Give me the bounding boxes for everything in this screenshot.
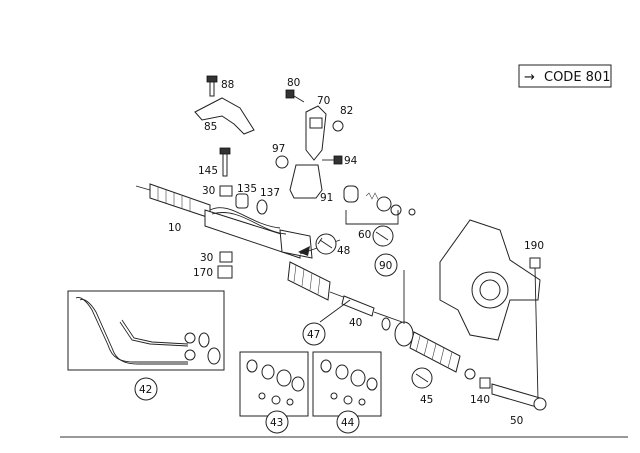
label-170: 170 <box>193 267 213 279</box>
part-80-bolt <box>285 89 305 103</box>
leader-190 <box>534 267 539 401</box>
callout-43 <box>265 410 289 434</box>
part-30-bushing-lower <box>219 251 233 263</box>
callout-47 <box>302 322 326 346</box>
part-170-nut <box>217 265 233 279</box>
part-70-universal-joint <box>305 105 327 161</box>
label-48: 48 <box>337 245 350 257</box>
part-145-bolt <box>219 147 231 177</box>
label-190: 190 <box>524 240 544 252</box>
part-45-boot <box>409 331 461 373</box>
callout-90 <box>374 253 398 277</box>
label-10: 10 <box>168 222 181 234</box>
part-190-nut <box>529 257 541 269</box>
label-42: 42 <box>139 384 152 396</box>
ring-seal <box>394 321 414 347</box>
ring-seal-small <box>381 317 391 331</box>
part-30-bushing-top <box>219 185 233 197</box>
part-45-wrench-symbol <box>411 367 433 389</box>
part-94-bolt <box>322 155 343 165</box>
label-30-lower: 30 <box>200 252 213 264</box>
label-60: 60 <box>358 229 371 241</box>
part-135-bushing <box>235 193 249 209</box>
label-70: 70 <box>317 95 330 107</box>
label-135: 135 <box>237 183 257 195</box>
part-60-seal-kit <box>343 185 416 225</box>
part-44-seal-kit-box <box>312 351 382 417</box>
label-45: 45 <box>420 394 433 406</box>
callout-44 <box>336 410 360 434</box>
part-40-tie-rod <box>341 295 403 323</box>
label-80: 80 <box>287 77 300 89</box>
label-85: 85 <box>204 121 217 133</box>
leader-47 <box>319 299 351 323</box>
part-88-bolt <box>206 75 218 97</box>
code-label: CODE 801 <box>544 70 610 85</box>
part-91-boot <box>289 164 323 199</box>
label-82: 82 <box>340 105 353 117</box>
label-44: 44 <box>341 417 355 429</box>
part-42-pipes-box <box>67 290 225 371</box>
part-43-seal-kit-box <box>239 351 309 417</box>
label-137: 137 <box>260 187 280 199</box>
arrow-to-rack <box>298 246 310 256</box>
label-88: 88 <box>221 79 234 91</box>
label-47: 47 <box>307 329 320 341</box>
label-94: 94 <box>344 155 358 167</box>
part-85-cover <box>194 97 255 135</box>
knuckle-hub-inner <box>479 279 501 301</box>
label-91: 91 <box>320 192 333 204</box>
part-90-wrench-symbol <box>372 225 394 247</box>
label-30-top: 30 <box>202 185 215 197</box>
part-137-ring <box>256 199 268 215</box>
code-arrow: → <box>524 70 535 85</box>
label-145: 145 <box>198 165 218 177</box>
label-43: 43 <box>270 417 283 429</box>
label-140: 140 <box>470 394 490 406</box>
callout-42 <box>134 377 158 401</box>
part-140-clamp <box>464 368 476 380</box>
part-97-nut <box>275 155 289 169</box>
code-box: → CODE 801 <box>518 64 612 88</box>
part-50-tie-rod-end <box>479 377 547 411</box>
part-48-wrench-symbol <box>315 233 337 255</box>
part-10-steering-rack <box>135 183 347 301</box>
label-90: 90 <box>379 260 392 272</box>
label-40: 40 <box>349 317 362 329</box>
label-97: 97 <box>272 143 285 155</box>
part-82-nut <box>332 120 344 132</box>
label-50: 50 <box>510 415 523 427</box>
